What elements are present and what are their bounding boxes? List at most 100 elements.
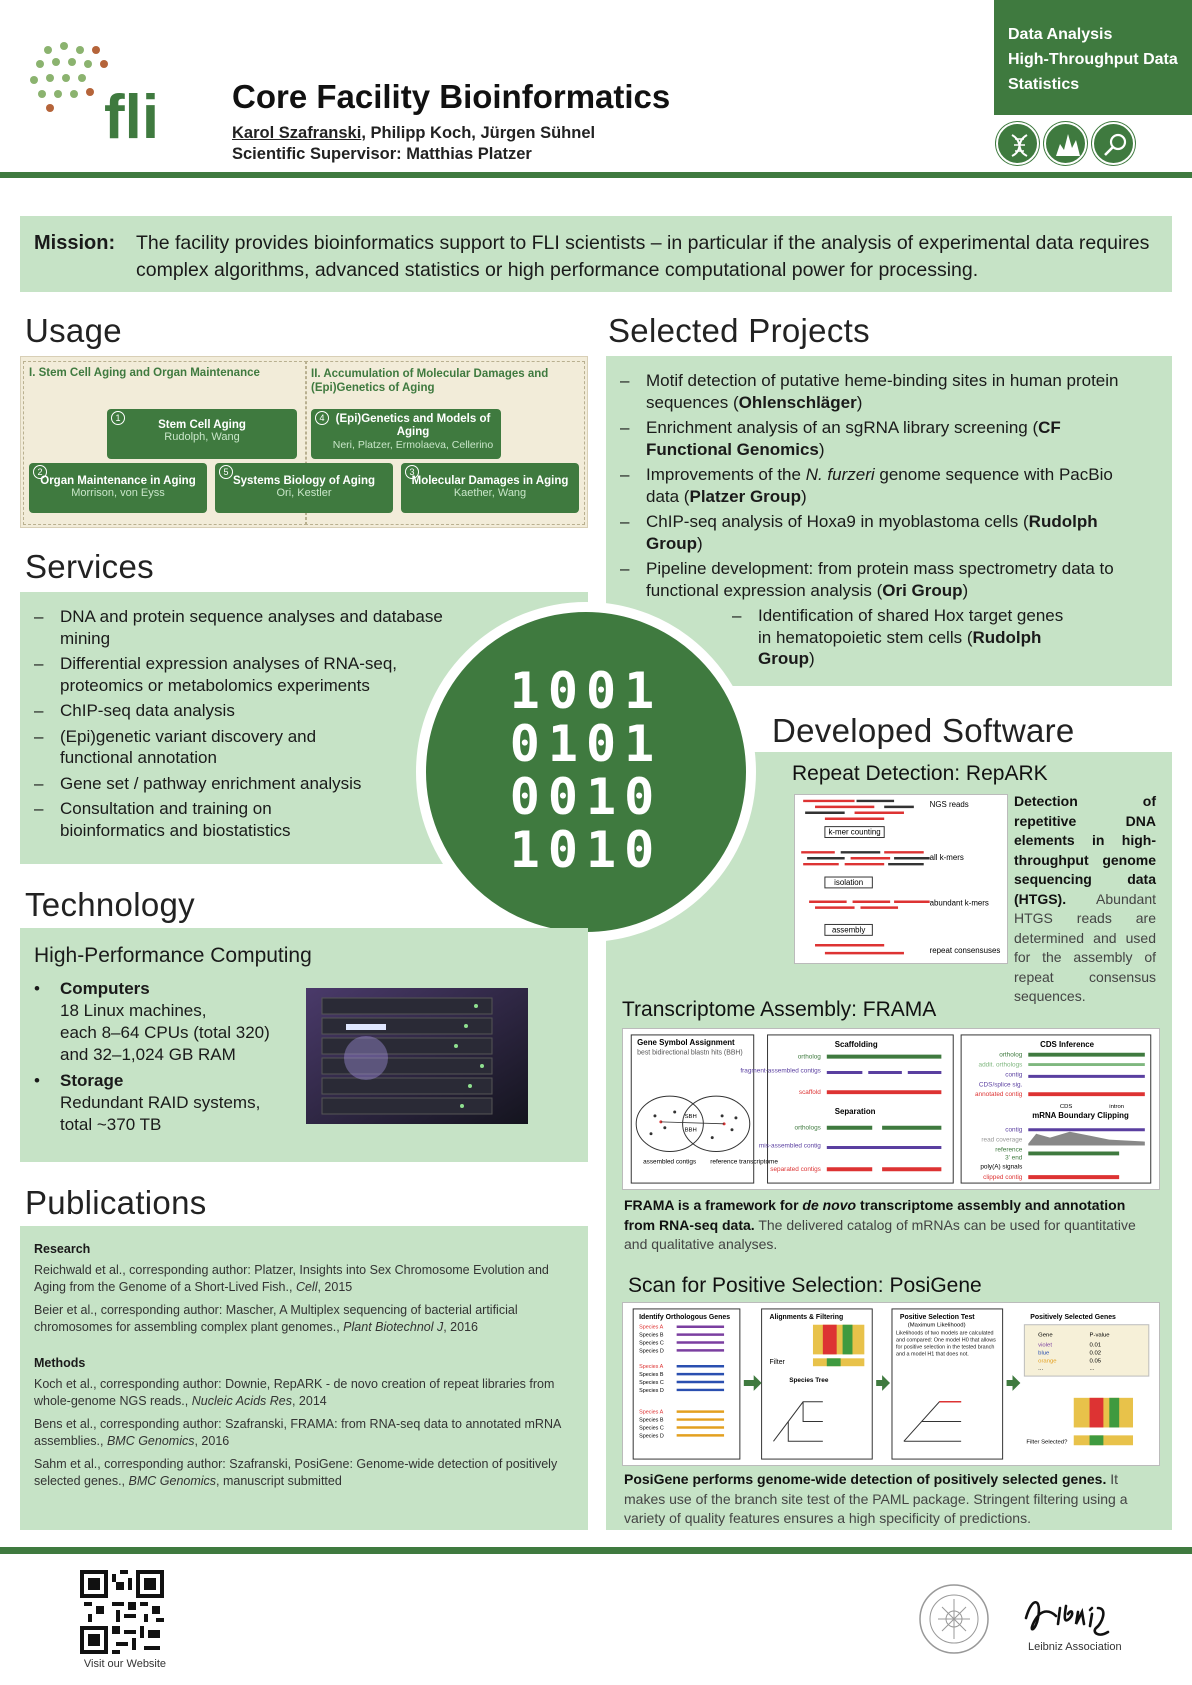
svg-text:CDS Inference: CDS Inference [1040,1040,1095,1049]
svg-text:orange: orange [1038,1358,1057,1364]
binary-row: 0101 [509,715,663,773]
svg-text:addit. orthologs: addit. orthologs [979,1062,1023,1069]
mission-text: The facility provides bioinformatics sup… [136,232,1150,281]
publications-panel: Research Reichwald et al., corresponding… [20,1226,588,1530]
svg-text:Separation: Separation [835,1107,876,1116]
svg-text:mRNA Boundary Clipping: mRNA Boundary Clipping [1032,1111,1129,1120]
svg-text:Identify Orthologous Genes: Identify Orthologous Genes [639,1314,730,1321]
svg-text:Species A: Species A [639,1410,663,1416]
svg-text:separated contigs: separated contigs [770,1166,821,1173]
svg-text:Species D: Species D [639,1433,664,1439]
usage-box-sub: Neri, Platzer, Ermolaeva, Cellerino [332,439,494,451]
svg-text:0.02: 0.02 [1090,1350,1102,1356]
qr-code[interactable] [80,1570,164,1654]
list-item: ChIP-seq analysis of Hoxa9 in myoblastom… [606,511,1146,554]
fig-label: isolation [834,878,863,887]
list-item: Pipeline development: from protein mass … [606,558,1146,601]
computers-label: Computers [60,979,150,998]
svg-text:scaffold: scaffold [799,1089,821,1096]
svg-text:Species C: Species C [639,1425,664,1431]
svg-text:...: ... [1038,1366,1043,1372]
svg-text:Gene Symbol Assignment: Gene Symbol Assignment [637,1038,735,1047]
svg-text:Gene: Gene [1038,1333,1053,1339]
usage-box-title: Organ Maintenance in Aging [40,475,196,487]
svg-text:CDS/splice sig.: CDS/splice sig. [979,1081,1023,1088]
list-item: ChIP-seq data analysis [20,700,420,722]
svg-text:clipped contig: clipped contig [983,1174,1023,1181]
logo-text: fli [104,83,159,147]
svg-text:violet: violet [1038,1342,1052,1348]
repark-description: Detection of repetitive DNA elements in … [1014,793,1156,1004]
svg-text:fragment-assembled contigs: fragment-assembled contigs [740,1067,820,1074]
footer-divider [0,1547,1192,1554]
svg-text:SBH: SBH [685,1114,697,1120]
services-list: DNA and protein sequence analyses and da… [20,606,443,845]
svg-text:mis-assembled contig: mis-assembled contig [759,1143,821,1150]
usage-box-title: (Epi)Genetics and Models of Aging [335,413,491,438]
svg-text:read coverage: read coverage [981,1137,1022,1144]
svg-text:CDS: CDS [1060,1104,1073,1110]
svg-text:0.01: 0.01 [1090,1342,1102,1348]
publication-item: Koch et al., corresponding author: Downi… [34,1377,555,1408]
technology-heading: Technology [25,886,195,923]
usage-heading: Usage [25,312,122,349]
svg-text:Species A: Species A [639,1364,663,1370]
co-authors: , Philipp Koch, Jürgen Sühnel [361,124,596,142]
usage-number: 2 [33,465,47,479]
topic-item: Data Analysis [1008,26,1113,43]
chart-icon [1044,122,1087,165]
fig-label: repeat consensuses [930,946,1001,955]
svg-text:reference: reference [995,1146,1023,1153]
topics-box: Data Analysis High-Throughput Data Stati… [994,0,1192,115]
list-item: DNA and protein sequence analyses and da… [20,606,490,649]
topic-item: High-Throughput Data [1008,51,1178,68]
svg-text:ortholog: ortholog [798,1054,822,1061]
binary-row: 1010 [509,821,663,879]
list-item: Improvements of the N. furzeri genome se… [606,464,1146,507]
svg-text:ortholog: ortholog [999,1052,1023,1059]
topic-icons [994,122,1192,170]
list-item: Motif detection of putative heme-binding… [606,370,1146,413]
fli-logo: fli [30,42,159,147]
usage-box-title: Molecular Damages in Aging [411,475,569,487]
svg-text:contig: contig [1005,1127,1023,1134]
technology-subheading: High-Performance Computing [34,944,312,967]
authors: Karol Szafranski, Philipp Koch, Jürgen S… [232,124,595,143]
fig-label: abundant k-mers [930,899,989,908]
frama-title: Transcriptome Assembly: FRAMA [622,998,937,1021]
binary-circle: 1001 0101 0010 1010 [416,602,756,942]
services-heading: Services [25,548,154,585]
svg-text:best bidirectional blastn hits: best bidirectional blastn hits (BBH) [637,1050,743,1057]
publication-item: Beier et al., corresponding author: Masc… [34,1303,518,1334]
frama-description: FRAMA is a framework for de novo transcr… [624,1197,1136,1252]
research-label: Research [34,1242,91,1256]
posigene-description: PosiGene performs genome-wide detection … [624,1471,1128,1526]
svg-text:annotated contig: annotated contig [975,1091,1023,1098]
fig-label: k-mer counting [828,828,880,837]
list-item: Enrichment analysis of an sgRNA library … [606,417,1146,460]
leibniz-label: Leibniz Association [1028,1641,1122,1653]
group-box-2 [305,361,585,525]
supervisor: Scientific Supervisor: Matthias Platzer [232,145,532,163]
svg-text:Species D: Species D [639,1388,664,1394]
svg-text:reference transcriptome: reference transcriptome [710,1158,778,1165]
usage-number: 1 [111,411,125,425]
list-item: Differential expression analyses of RNA-… [20,653,400,696]
list-item: (Epi)genetic variant discovery and funct… [20,726,320,769]
svg-text:intron: intron [1109,1104,1124,1110]
page-title: Core Facility Bioinformatics [232,78,671,115]
qr-label: Visit our Website [83,1658,167,1670]
posigene-title: Scan for Positive Selection: PosiGene [628,1274,982,1297]
software-heading: Developed Software [772,712,1075,749]
usage-box-molecular: Molecular Damages in Aging Kaether, Wang [401,463,579,513]
fig-label: NGS reads [930,800,969,809]
usage-box-organ: Organ Maintenance in Aging Morrison, von… [29,463,207,513]
hardware-list: • Computers 18 Linux machines, each 8–64… [34,978,294,1136]
svg-text:Species C: Species C [639,1380,664,1386]
svg-text:Species D: Species D [639,1348,664,1354]
computers-item: • Computers 18 Linux machines, each 8–64… [34,979,270,1064]
usage-box-stem-cell: Stem Cell Aging Rudolph, Wang [107,409,297,459]
leibniz-logo: Leibniz Association [1024,1600,1122,1653]
svg-text:Positive Selection Test: Positive Selection Test [900,1314,975,1321]
svg-text:assembled contigs: assembled contigs [643,1158,696,1165]
